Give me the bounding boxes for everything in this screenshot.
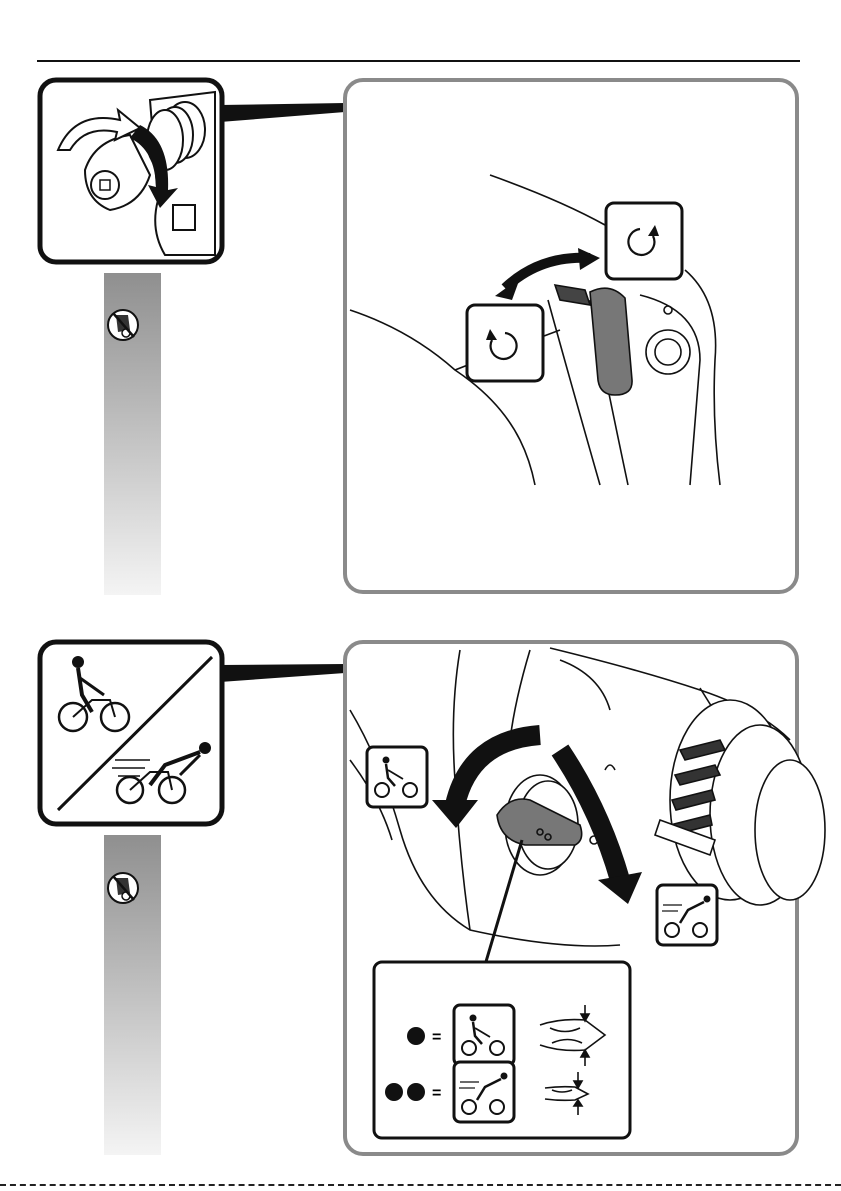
dot-2b [407, 1083, 425, 1101]
callout-connector-2 [220, 664, 345, 682]
slow-cyclist-icon [367, 747, 427, 807]
legend-equals-1: = [432, 1029, 441, 1046]
section-direction [0, 0, 841, 600]
dot-2a [385, 1083, 403, 1101]
no-hammer-switch-icon-2 [108, 873, 138, 903]
bottom-dashed-rule [0, 1184, 841, 1188]
gear-speed-cyclists-icon [40, 642, 222, 824]
fast-cyclist-icon [657, 885, 717, 945]
callout-connector [220, 103, 345, 122]
legend-slow-cyclist-icon [454, 1005, 514, 1065]
legend-equals-2: = [432, 1085, 441, 1102]
direction-panel [345, 80, 797, 592]
dot-1 [407, 1027, 425, 1045]
gear-legend: = = [374, 962, 630, 1138]
section-gear-graphics: = = [0, 600, 841, 1180]
legend-fast-cyclist-icon [454, 1062, 514, 1122]
section-gear: = = [0, 600, 841, 1180]
no-hammer-switch-icon [108, 310, 138, 340]
rotation-clockwise-icon [606, 203, 682, 279]
chuck-rotate-icon [40, 80, 222, 262]
rotation-counterclockwise-icon [467, 305, 543, 381]
section-direction-graphics [0, 0, 841, 600]
